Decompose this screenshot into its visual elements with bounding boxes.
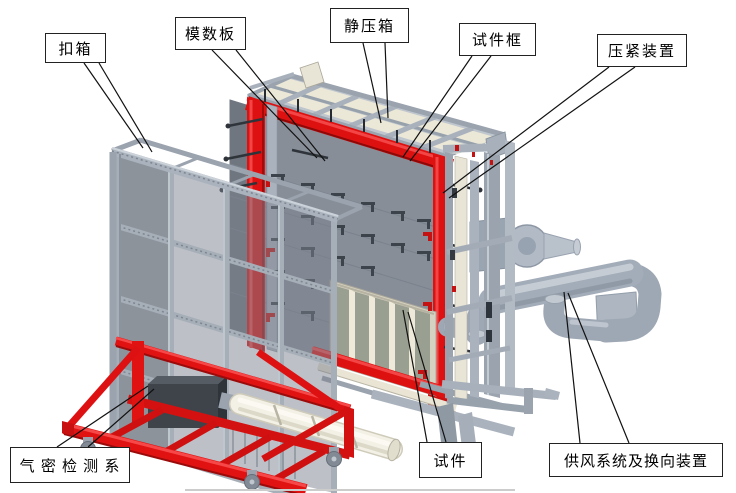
callout-specimen-frame-label: 试件框 — [471, 32, 523, 49]
callout-air-supply-system-label: 供风系统及换向装置 — [563, 452, 708, 470]
callout-airtightness-detection: 气 密 检 测 系 — [10, 447, 130, 483]
callout-specimen: 试件 — [419, 442, 482, 478]
ground-shadow-line — [185, 489, 515, 491]
callout-modular-panel-label: 模数板 — [184, 26, 236, 43]
callout-specimen-label: 试件 — [433, 452, 468, 470]
callout-pressing-device: 压紧装置 — [597, 34, 687, 67]
callout-static-pressure-box: 静压箱 — [330, 8, 409, 43]
callout-modular-panel: 模数板 — [175, 17, 246, 50]
pressing-device-frame — [441, 140, 560, 414]
callout-static-pressure-box-label: 静压箱 — [343, 18, 395, 35]
callout-pressing-device-label: 压紧装置 — [607, 43, 676, 60]
callout-airtightness-detection-label: 气 密 检 测 系 — [19, 457, 121, 475]
clamp-bracket — [437, 403, 458, 452]
callout-specimen-frame: 试件框 — [459, 23, 536, 56]
callout-clamp-box: 扣箱 — [45, 33, 106, 63]
callout-air-supply-system: 供风系统及换向装置 — [549, 443, 723, 477]
base-trolley — [62, 336, 354, 493]
top-beam-studs — [264, 89, 431, 153]
pressing-frame-legs — [441, 380, 560, 414]
callout-clamp-box-label: 扣箱 — [58, 40, 93, 58]
leader-lines — [56, 42, 636, 448]
